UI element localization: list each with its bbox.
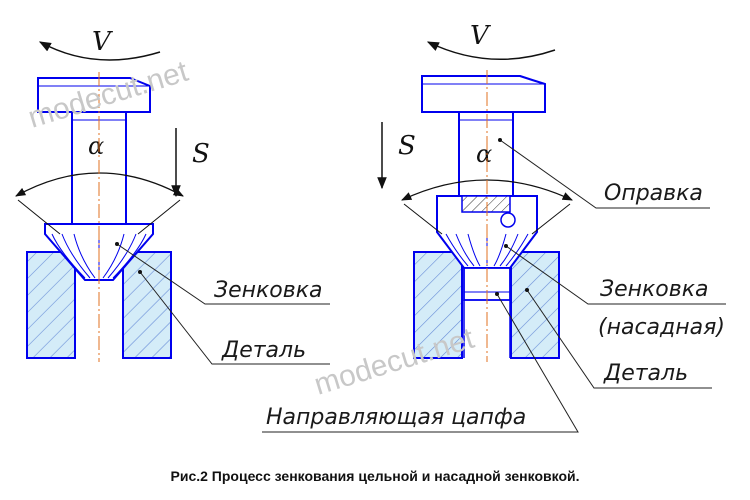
figure-caption: Рис.2 Процесс зенкования цельной и насад… — [170, 468, 580, 484]
right-mandrel-label: Оправка — [604, 181, 703, 206]
right-angle-symbol: α — [476, 140, 492, 168]
left-assembly: V α S Зенковка Деталь — [15, 27, 330, 365]
right-part-leader — [525, 288, 712, 389]
right-feed-symbol: S — [398, 131, 416, 161]
watermark-bottom: modecut.net — [310, 322, 478, 402]
left-countersink-leader — [115, 242, 330, 305]
left-workpiece-left — [26, 251, 76, 359]
right-mandrel-leader — [498, 138, 710, 209]
left-feed-symbol: S — [192, 139, 210, 169]
left-countersink-label: Зенковка — [214, 278, 323, 303]
right-countersink-label-line2: (насадная) — [598, 315, 725, 340]
guide-pin-leader — [262, 292, 579, 433]
right-pin-circle — [500, 212, 516, 228]
guide-pin-label: Направляющая цапфа — [266, 405, 526, 430]
right-workpiece-right — [510, 251, 560, 359]
left-part-label: Деталь — [221, 338, 306, 363]
left-rotation-arrow — [38, 41, 161, 61]
right-workpiece-left — [413, 251, 463, 359]
right-mandrel-section — [461, 195, 511, 213]
left-velocity-symbol: V — [92, 27, 113, 57]
left-part-leader — [138, 270, 330, 365]
right-velocity-symbol: V — [470, 21, 491, 51]
right-rotation-arrow — [426, 41, 556, 61]
right-countersink-label-line1: Зенковка — [600, 277, 709, 302]
right-spindle-head — [421, 75, 546, 113]
right-countersink-leader — [504, 244, 726, 305]
right-part-label: Деталь — [603, 361, 688, 386]
left-workpiece-right — [122, 251, 172, 359]
right-assembly: V α S Оправка Зенковка — [377, 21, 726, 389]
left-angle-symbol: α — [88, 132, 104, 160]
